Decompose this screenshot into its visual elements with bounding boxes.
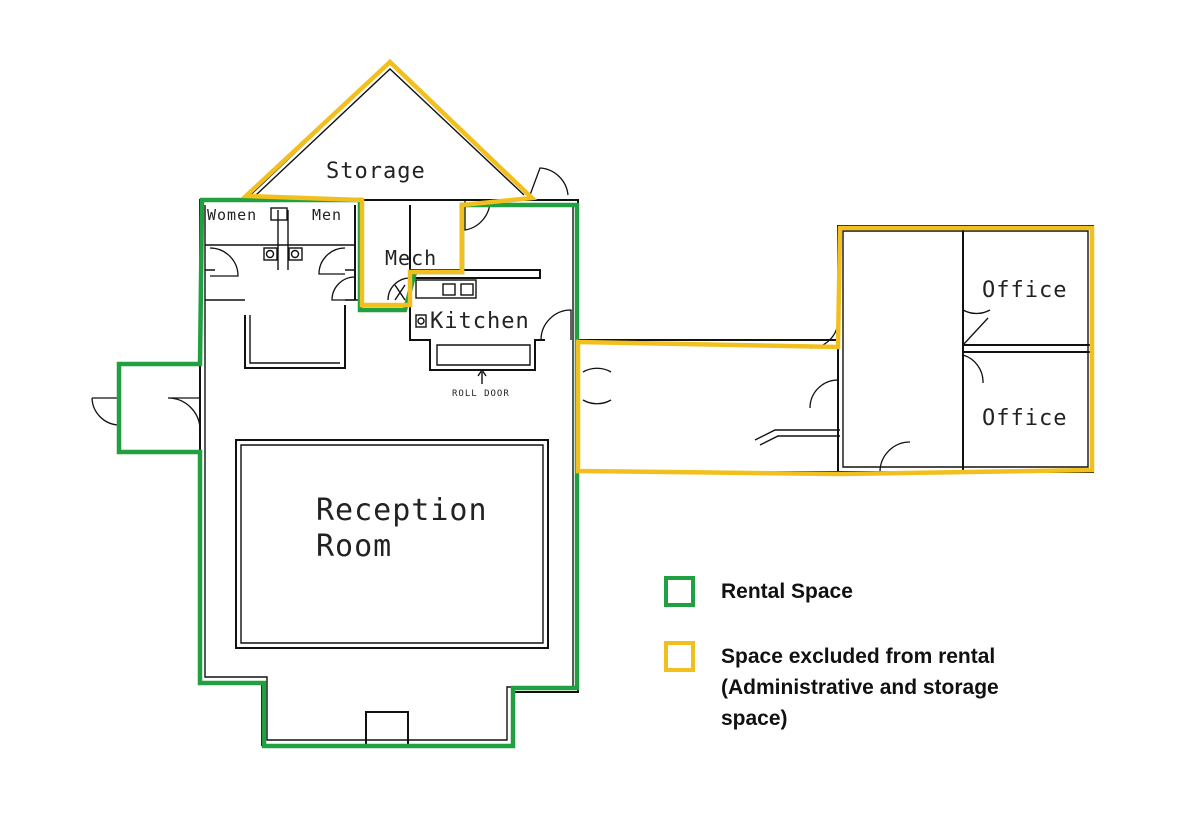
rental-legend-label: Rental Space [721,580,853,603]
excluded-swatch [664,641,695,672]
legend-excluded: Space excluded from rental (Administrati… [664,641,999,734]
storage-label: Storage [326,159,426,184]
room-labels: Storage Women Men Mech Kitchen ROLL DOOR… [207,159,1067,564]
legend-rental: Rental Space [664,576,853,607]
mech-label: Mech [385,246,437,270]
women-label: Women [207,206,257,224]
excluded-legend-label: Space excluded from rental (Administrati… [721,641,999,734]
excluded-legend-line1: Space excluded from rental [721,645,996,668]
rental-space-outline [116,197,580,749]
kitchen-label: Kitchen [430,309,530,334]
reception-label-line1: Reception [316,493,488,528]
reception-label-line2: Room [316,529,392,564]
storage-mech-outline [240,58,538,308]
excluded-legend-line2: (Administrative and storage [721,676,999,699]
excluded-legend-line3: space) [721,707,788,730]
office-wing-outline [575,225,1095,477]
men-label: Men [312,206,342,224]
excluded-space-outlines [240,58,1095,477]
office-label-2: Office [982,406,1067,431]
rental-swatch [664,576,695,607]
door-swings [91,167,991,473]
roll-door-label: ROLL DOOR [452,389,510,399]
office-label-1: Office [982,278,1067,303]
